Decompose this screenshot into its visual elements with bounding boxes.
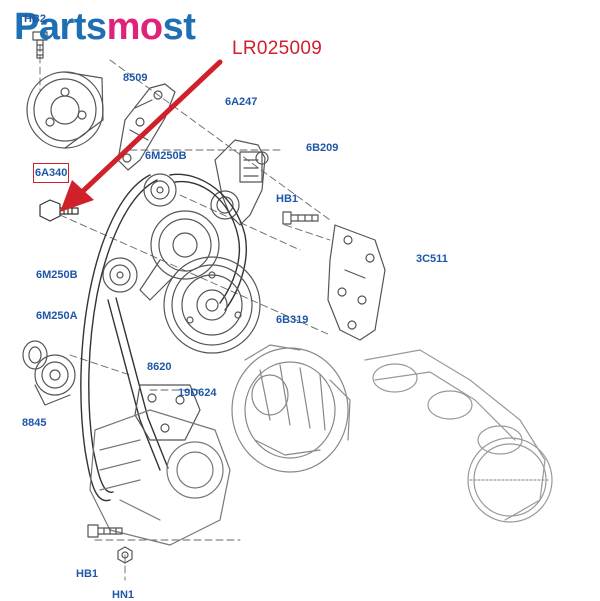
- brand-logo-part1: Parts: [14, 6, 107, 48]
- label-8845: 8845: [22, 417, 47, 429]
- part-number: LR025009: [232, 38, 323, 59]
- pulley-8509-drawing: [26, 71, 104, 149]
- bolt-hb1-top-drawing: [282, 211, 319, 225]
- label-hb1-bottom: HB1: [76, 568, 99, 580]
- nut-hn1-drawing: [117, 546, 133, 564]
- label-6a247: 6A247: [225, 96, 258, 108]
- bolt-hb2-drawing: [32, 31, 48, 59]
- label-8620: 8620: [147, 361, 172, 373]
- label-6b209: 6B209: [306, 142, 339, 154]
- bracket-6a247-drawing: [117, 83, 176, 171]
- center-pulley-drawing: [139, 210, 220, 301]
- label-6m250a: 6M250A: [36, 310, 78, 322]
- highlight-box: [33, 163, 69, 183]
- idler-6m250b-top-drawing: [143, 173, 177, 207]
- label-hb2: HB2: [24, 13, 47, 25]
- brand-logo-part2: mo: [106, 6, 164, 48]
- label-6b319: 6B319: [276, 314, 309, 326]
- crankshaft-drawing: [364, 349, 553, 523]
- label-6m250b-mid: 6M250B: [36, 269, 78, 281]
- belt-8620-drawing: [80, 173, 247, 502]
- bracket-3c511-drawing: [327, 224, 386, 341]
- compressor-drawing: [89, 409, 231, 546]
- idler-6m250b-mid-drawing: [102, 257, 138, 293]
- alternator-drawing: [231, 344, 351, 473]
- label-19d624: 19D624: [178, 387, 217, 399]
- brand-logo-part3: st: [162, 6, 196, 48]
- label-6m250b-top: 6M250B: [145, 150, 187, 162]
- label-6a340: 6A340: [35, 167, 68, 179]
- bolt-hb1-bottom-drawing: [87, 524, 123, 538]
- tensioner-8845-drawing: [34, 354, 76, 406]
- assembly-lines: [39, 44, 331, 581]
- label-hb1-top: HB1: [276, 193, 299, 205]
- label-hn1: HN1: [112, 589, 135, 601]
- label-8509: 8509: [123, 72, 148, 84]
- damper-6b319-drawing: [163, 256, 261, 354]
- brand-logo: Partsmost: [14, 6, 196, 48]
- callout-arrow: [60, 59, 223, 212]
- tensioner-6b209-drawing: [210, 139, 269, 226]
- label-3c511: 3C511: [416, 253, 448, 265]
- idler-6m250a-drawing: [22, 340, 48, 370]
